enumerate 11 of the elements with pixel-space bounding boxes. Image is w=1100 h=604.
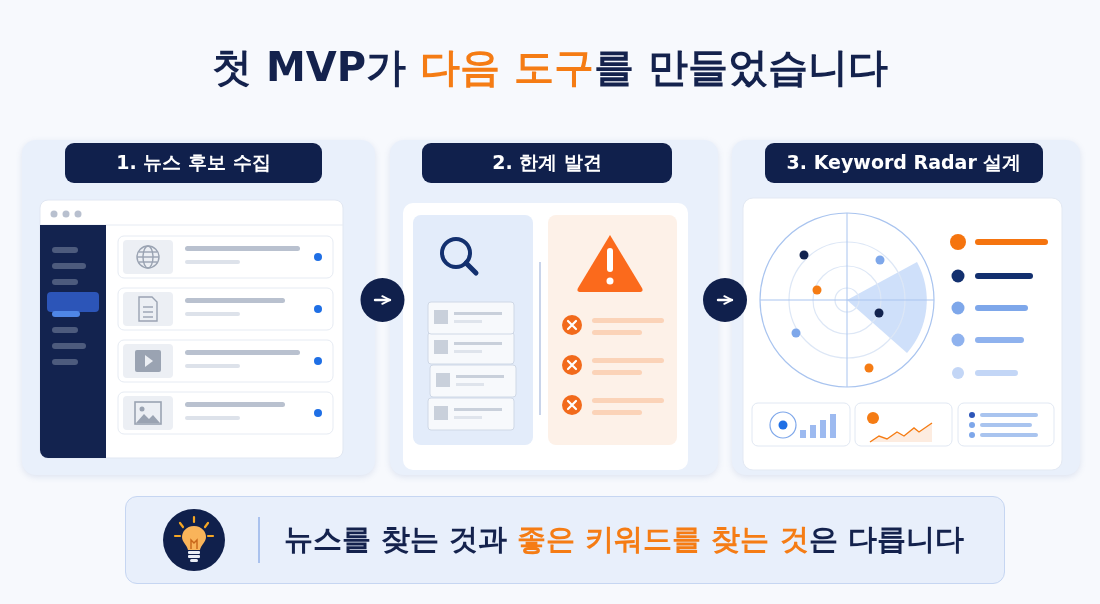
message-banner xyxy=(125,496,1005,584)
step-heading: 1. 뉴스 후보 수집 xyxy=(65,143,322,183)
step-panel xyxy=(732,140,1080,475)
step-heading: 2. 한계 발견 xyxy=(422,143,672,183)
step-heading: 3. Keyword Radar 설계 xyxy=(765,143,1043,183)
arrow xyxy=(703,278,747,322)
message-text: 뉴스를 찾는 것과 좋은 키워드를 찾는 것은 다릅니다 xyxy=(284,521,964,558)
step-panel xyxy=(22,140,375,475)
title: 첫 MVP가 다음 도구를 만들었습니다 xyxy=(211,43,889,92)
arrow xyxy=(360,278,405,322)
step-panel xyxy=(390,140,718,475)
